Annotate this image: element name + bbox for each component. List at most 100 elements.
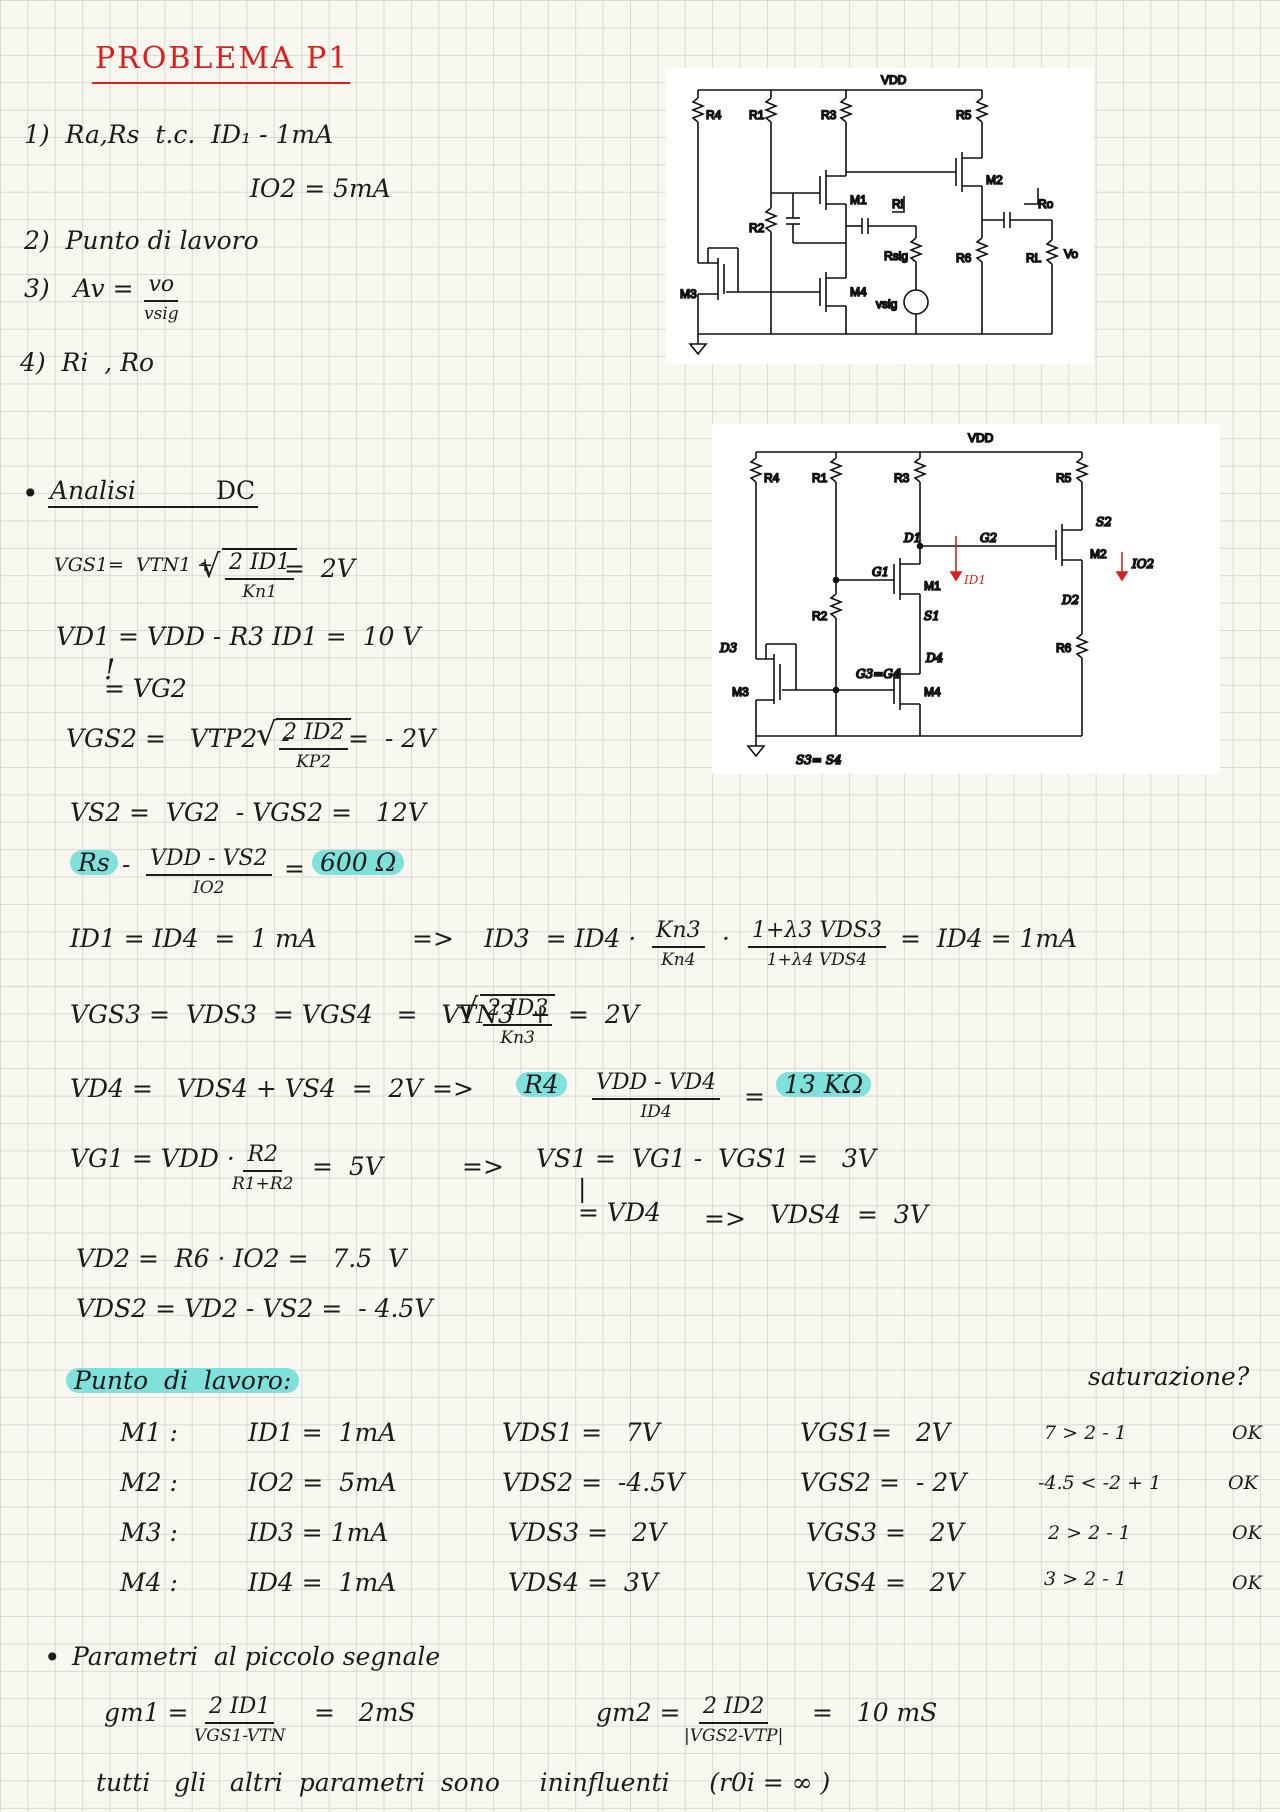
- c2-g1-annot: G1: [872, 565, 889, 579]
- task-1b: IO2 = 5mA: [250, 174, 391, 203]
- dc-l6c-frac: Kn3 Kn4: [652, 918, 705, 971]
- c1-vdd-label: VDD: [881, 73, 907, 87]
- dc-l6c: ID3 = ID4 ·: [484, 924, 637, 953]
- lavoro-heading: Punto di lavoro:: [66, 1368, 300, 1393]
- dc-l3-num: 2 ID2: [279, 720, 349, 751]
- ps-gm2-num: 2 ID2: [699, 1694, 769, 1725]
- dc-l7-post: = 2V: [568, 1000, 639, 1029]
- c2-r5-label: R5: [1056, 471, 1072, 485]
- sqrt-sign-7: √: [458, 991, 479, 1029]
- c2-m2-label: M2: [1090, 547, 1107, 561]
- circuit-schematic-2: VDD R4 R1 R2 R3 M1: [712, 424, 1220, 774]
- task-4: 4) Ri , Ro: [20, 348, 155, 377]
- c2-s3s4-annot: S3= S4: [796, 753, 842, 767]
- dc-l5-eq2: =: [284, 854, 305, 883]
- ps-last-line: tutti gli altri parametri sono ininfluen…: [96, 1768, 831, 1797]
- op-m: M3 :: [120, 1518, 178, 1547]
- op-m: M1 :: [120, 1418, 178, 1447]
- dc-l6b: =>: [412, 924, 454, 953]
- c2-r6-label: R6: [1056, 641, 1072, 655]
- op-id: IO2 = 5mA: [248, 1468, 397, 1497]
- c2-s2-annot: S2: [1096, 515, 1112, 529]
- dc-l8-num: VDD - VD4: [592, 1070, 721, 1101]
- dc-l9d: VS1 = VG1 - VGS1 = 3V: [536, 1144, 876, 1173]
- dc-l8-eq: =: [744, 1082, 765, 1111]
- dc-l2b: = VG2: [104, 674, 187, 703]
- dc-l8-frac: VDD - VD4 ID4: [592, 1070, 721, 1123]
- op-cond: 2 > 2 - 1: [1048, 1522, 1131, 1544]
- dc-l1-den: Kn1: [242, 582, 277, 603]
- dc-l9-frac: R2 R1+R2: [232, 1142, 293, 1195]
- op-id: ID4 = 1mA: [248, 1568, 397, 1597]
- ps-gm2-den: |VGS2-VTP|: [684, 1726, 784, 1747]
- dc-l6d-num: 1+λ3 VDS3: [748, 918, 886, 949]
- dc-l10-bar: |: [578, 1174, 587, 1203]
- dc-l2: VD1 = VDD - R3 ID1 = 10 V: [56, 622, 421, 651]
- op-vgs: VGS4 = 2V: [806, 1568, 964, 1597]
- dc-l6d-frac: 1+λ3 VDS3 1+λ4 VDS4: [748, 918, 886, 971]
- dc-l3-den: KP2: [296, 752, 332, 773]
- op-vgs: VGS1= 2V: [800, 1418, 950, 1447]
- dc-heading-b: DC: [216, 476, 256, 505]
- c2-m4-label: M4: [924, 685, 941, 699]
- dc-l5-pre: Rs: [70, 850, 118, 875]
- page-title: PROBLEMA P1: [95, 41, 350, 76]
- c1-m2-label: M2: [986, 173, 1003, 187]
- task-3-fraction: vo vsig: [144, 272, 179, 325]
- c2-s1-annot: S1: [924, 609, 940, 623]
- c1-vo-label: Vo: [1064, 247, 1078, 261]
- op-vgs: VGS2 = - 2V: [800, 1468, 967, 1497]
- c1-rl-label: RL: [1026, 251, 1042, 265]
- dc-l5-num: VDD - VS2: [146, 846, 272, 877]
- dc-l6d-den: 1+λ4 VDS4: [766, 950, 868, 971]
- dc-l1-frac: 2 ID1 Kn1: [222, 548, 298, 603]
- ps-heading: Parametri al piccolo segnale: [72, 1642, 441, 1671]
- dc-l5-frac: VDD - VS2 IO2: [146, 846, 272, 899]
- dc-l3-post: = - 2V: [348, 724, 436, 753]
- dc-l6e: = ID4 = 1mA: [900, 924, 1078, 953]
- dc-l2-bang: !: [104, 653, 116, 686]
- dc-l8b: =>: [432, 1074, 474, 1103]
- sqrt-sign-1: √: [200, 547, 221, 585]
- c1-vsig-label: vsig: [876, 297, 897, 311]
- dc-l10b: =>: [704, 1204, 746, 1233]
- op-cond: 7 > 2 - 1: [1044, 1422, 1127, 1444]
- op-vds: VDS3 = 2V: [508, 1518, 666, 1547]
- task-3-den: vsig: [144, 304, 179, 325]
- ps-gm2-frac: 2 ID2 |VGS2-VTP|: [684, 1694, 783, 1747]
- c1-rsig-label: Rsig: [884, 249, 908, 263]
- c1-ro-label: Ro: [1038, 197, 1054, 211]
- dc-l5-result: 600 Ω: [312, 850, 405, 875]
- ps-gm1-post: = 2mS: [314, 1698, 416, 1727]
- c2-g3g4-annot: G3=G4: [856, 667, 901, 681]
- c1-m3-label: M3: [680, 287, 697, 301]
- dc-l12: VDS2 = VD2 - VS2 = - 4.5V: [76, 1294, 433, 1323]
- op-ok: OK: [1232, 1422, 1262, 1444]
- dc-l1-num: 2 ID1: [225, 550, 295, 581]
- op-vgs: VGS3 = 2V: [806, 1518, 964, 1547]
- dc-l5-den: IO2: [193, 878, 225, 899]
- op-id: ID1 = 1mA: [248, 1418, 397, 1447]
- c2-id1-annot: ID1: [963, 573, 986, 587]
- ps-gm2-post: = 10 mS: [812, 1698, 938, 1727]
- dc-l8-den: ID4: [640, 1102, 672, 1123]
- dc-l8-result: 13 KΩ: [776, 1072, 872, 1097]
- task-3: 3) Av =: [24, 274, 134, 303]
- dc-l7-num: 2 ID3: [483, 996, 553, 1027]
- op-id: ID3 = 1mA: [248, 1518, 389, 1547]
- dc-l8a: VD4 = VDS4 + VS4 = 2V: [70, 1074, 423, 1103]
- c1-r2-label: R2: [749, 221, 765, 235]
- dc-l9c: =>: [462, 1152, 504, 1181]
- c1-r1-label: R1: [749, 108, 765, 122]
- op-ok: OK: [1232, 1522, 1262, 1544]
- title-underline: [92, 82, 350, 84]
- dc-l1-post: = 2V: [284, 554, 355, 583]
- dc-l1-pre: VGS1= VTN1 +: [54, 554, 214, 576]
- dc-l7-den: Kn3: [500, 1028, 535, 1049]
- c2-m3-label: M3: [732, 685, 749, 699]
- c2-id2-annot: IO2: [1131, 557, 1154, 571]
- c2-r4-label: R4: [764, 471, 780, 485]
- c2-m1-label: M1: [924, 579, 941, 593]
- c1-r5-label: R5: [956, 108, 972, 122]
- task-1: 1) Ra,Rs t.c. ID₁ - 1mA: [24, 120, 334, 149]
